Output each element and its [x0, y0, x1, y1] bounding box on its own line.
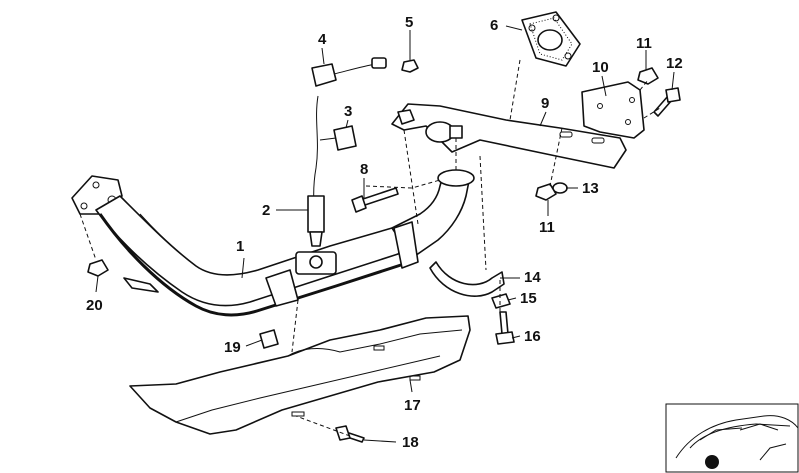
- callout-6: 6: [490, 17, 498, 34]
- callout-11-top: 11: [636, 35, 652, 52]
- assembly-lines: [79, 59, 661, 437]
- gasket: [521, 11, 581, 67]
- callout-14: 14: [524, 269, 541, 286]
- callout-13: 13: [582, 180, 599, 197]
- callout-8: 8: [360, 161, 368, 178]
- bracket: [391, 103, 627, 169]
- oxygen-sensor: [307, 57, 419, 247]
- callout-1: 1: [236, 238, 244, 255]
- callout-15: 15: [520, 290, 537, 307]
- leader-lines: [95, 25, 675, 443]
- callout-3: 3: [344, 103, 352, 120]
- callout-11-bottom: 11: [539, 219, 555, 236]
- callout-4: 4: [318, 31, 327, 48]
- callout-9: 9: [541, 95, 549, 112]
- vehicle-location-thumbnail: [665, 403, 799, 473]
- fasteners: [87, 67, 681, 443]
- callout-5: 5: [405, 14, 413, 31]
- callout-17: 17: [404, 397, 421, 414]
- callout-20: 20: [86, 297, 103, 314]
- callout-16: 16: [524, 328, 541, 345]
- callout-2: 2: [262, 202, 270, 219]
- front-exhaust-pipe: [71, 169, 475, 317]
- location-marker-icon: [705, 455, 719, 469]
- callout-12: 12: [666, 55, 683, 72]
- callout-18: 18: [402, 434, 419, 451]
- callout-labels: 1 2 3 4 5 6 17 8 9 10 11 11 12 13 14 15 …: [86, 14, 683, 451]
- heat-shield: [129, 315, 471, 435]
- support-plate: [581, 81, 645, 139]
- callout-10: 10: [592, 59, 609, 76]
- callout-19: 19: [224, 339, 241, 356]
